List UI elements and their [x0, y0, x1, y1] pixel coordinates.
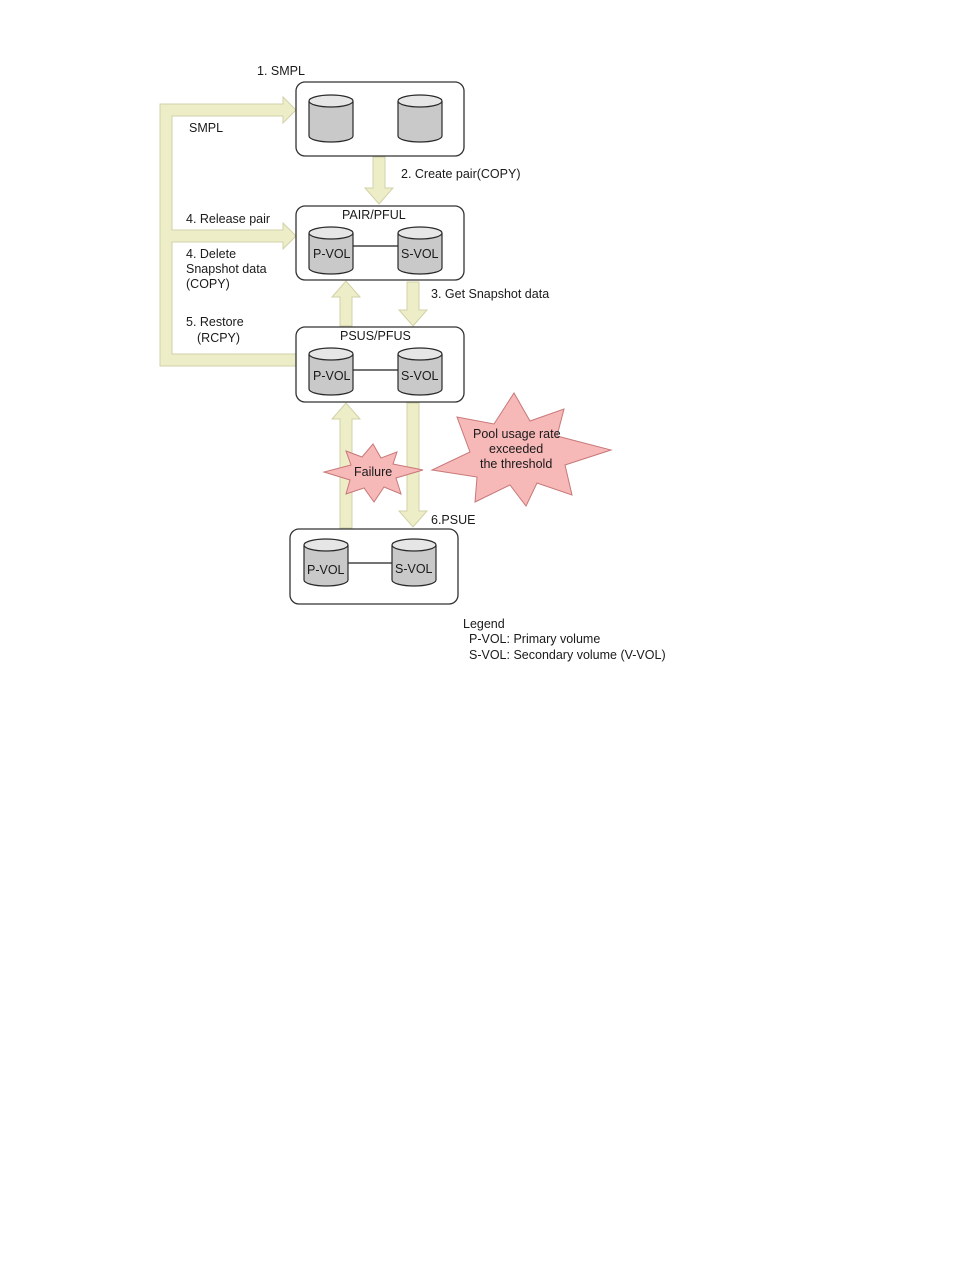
- legend-pvol: P-VOL: Primary volume: [469, 632, 600, 646]
- get-snapshot-arrow: [399, 282, 427, 326]
- pvol-label: P-VOL: [313, 247, 351, 261]
- state-smpl-label: 1. SMPL: [257, 64, 305, 78]
- pvol-label: P-VOL: [307, 563, 345, 577]
- state-psus-label: PSUS/PFUS: [340, 329, 411, 343]
- state-smpl: [296, 82, 464, 156]
- psus-to-psue-arrow: [399, 403, 427, 527]
- pool-threshold-burst: Pool usage rate exceeded the threshold: [432, 393, 611, 506]
- pvol-label: P-VOL: [313, 369, 351, 383]
- svol-label: S-VOL: [401, 369, 439, 383]
- release-pair-label: 4. Release pair: [186, 212, 270, 226]
- svol-label: S-VOL: [395, 562, 433, 576]
- failure-label: Failure: [354, 465, 392, 479]
- legend: Legend P-VOL: Primary volume S-VOL: Seco…: [463, 617, 666, 662]
- svol-label: S-VOL: [401, 247, 439, 261]
- legend-svol: S-VOL: Secondary volume (V-VOL): [469, 648, 666, 662]
- smpl-return-label: SMPL: [189, 121, 223, 135]
- restore-label-line2: (RCPY): [197, 331, 240, 345]
- pool-threshold-label-line3: the threshold: [480, 457, 552, 471]
- state-pair-label: PAIR/PFUL: [342, 208, 406, 222]
- legend-title: Legend: [463, 617, 505, 631]
- create-pair-arrow: [365, 157, 393, 204]
- pool-threshold-label-line2: exceeded: [489, 442, 543, 456]
- volume-icon: [309, 95, 353, 142]
- delete-snapshot-label-line2: Snapshot data: [186, 262, 267, 276]
- create-pair-label: 2. Create pair(COPY): [401, 167, 520, 181]
- state-psue: P-VOL S-VOL: [290, 529, 458, 604]
- delete-snapshot-label-line3: (COPY): [186, 277, 230, 291]
- state-psus: PSUS/PFUS P-VOL S-VOL: [296, 327, 464, 402]
- state-pair: PAIR/PFUL P-VOL S-VOL: [296, 206, 464, 280]
- restore-label-line1: 5. Restore: [186, 315, 244, 329]
- state-psue-label: 6.PSUE: [431, 513, 475, 527]
- delete-snapshot-label-line1: 4. Delete: [186, 247, 236, 261]
- delete-snapshot-arrow: [332, 281, 360, 326]
- get-snapshot-label: 3. Get Snapshot data: [431, 287, 549, 301]
- pool-threshold-label-line1: Pool usage rate: [473, 427, 561, 441]
- volume-icon: [398, 95, 442, 142]
